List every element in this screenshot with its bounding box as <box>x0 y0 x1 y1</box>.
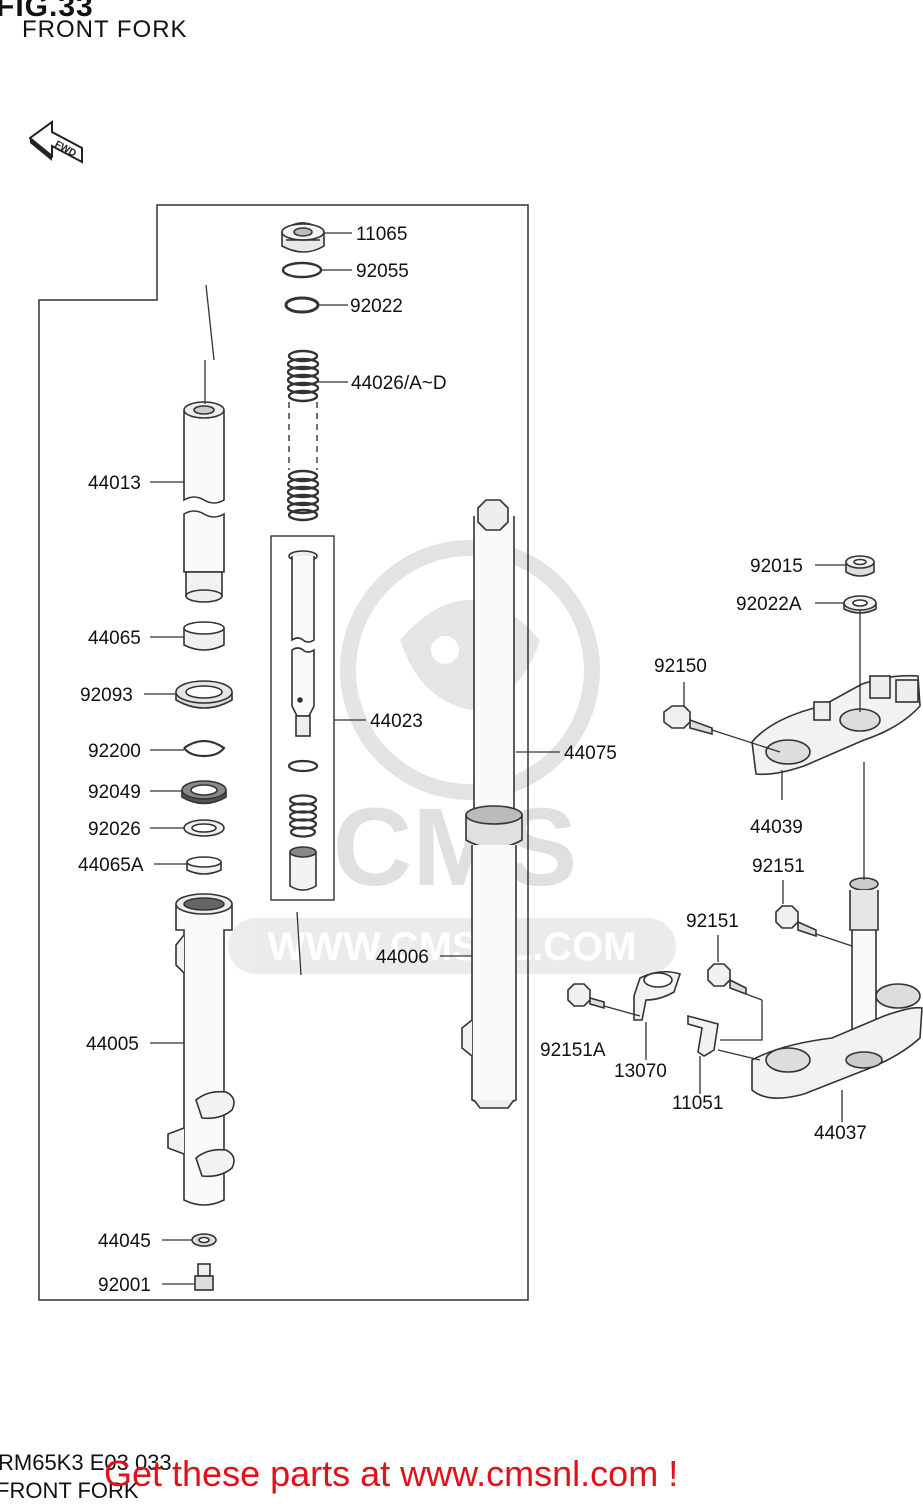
washer-part[interactable] <box>183 819 225 837</box>
forward-arrow-icon: FWD <box>28 120 83 164</box>
clamp-bolt-part[interactable] <box>567 983 605 1010</box>
label-11065: 11065 <box>356 224 407 245</box>
label-92150: 92150 <box>654 656 707 677</box>
label-44039: 44039 <box>750 817 803 838</box>
label-44045: 44045 <box>98 1231 151 1252</box>
label-92026: 92026 <box>88 819 141 840</box>
label-44065: 44065 <box>88 628 141 649</box>
label-44037: 44037 <box>814 1123 867 1144</box>
dust-seal-part[interactable] <box>175 680 233 709</box>
watermark: CMS WWW.CMSNL.COM <box>228 540 676 974</box>
guide-bushing-part[interactable] <box>186 856 222 875</box>
label-44065A: 44065A <box>78 855 144 876</box>
oil-seal-part[interactable] <box>181 780 227 805</box>
circlip-part[interactable] <box>284 296 320 314</box>
label-44023: 44023 <box>370 711 423 732</box>
label-92093: 92093 <box>80 685 133 706</box>
label-92151A: 92151A <box>540 1040 606 1061</box>
pinch-bolt-upper-part[interactable] <box>775 905 817 938</box>
label-11051: 11051 <box>672 1093 723 1114</box>
drain-bolt-part[interactable] <box>194 1263 214 1291</box>
fork-assembly-frame <box>38 204 529 1301</box>
watermark-url: WWW.CMSNL.COM <box>268 925 637 969</box>
upper-bracket-part[interactable] <box>751 674 921 776</box>
label-92001: 92001 <box>98 1275 151 1296</box>
figure-number: FIG.33 <box>0 0 94 23</box>
diagram-name: FRONT FORK <box>0 1478 139 1503</box>
label-44006: 44006 <box>376 947 429 968</box>
label-44013: 44013 <box>88 473 141 494</box>
label-92015: 92015 <box>750 556 803 577</box>
steering-stem-part[interactable] <box>751 877 923 1099</box>
pinch-bolt-lower-part[interactable] <box>707 963 747 996</box>
label-13070: 13070 <box>614 1061 667 1082</box>
label-44005: 44005 <box>86 1034 139 1055</box>
label-92200: 92200 <box>88 741 141 762</box>
label-44026: 44026/A~D <box>351 373 447 394</box>
fwd-label: FWD <box>53 139 78 159</box>
inner-tube-part[interactable] <box>183 401 225 603</box>
copper-washer-part[interactable] <box>191 1233 217 1247</box>
label-92055: 92055 <box>356 261 409 282</box>
label-44075: 44075 <box>564 743 617 764</box>
figure-subtitle: FRONT FORK <box>22 16 188 43</box>
label-92151-upper: 92151 <box>752 856 805 877</box>
damper-kit-frame <box>270 535 335 901</box>
diagram-code: RM65K3 E03 033 <box>0 1450 172 1475</box>
label-92022A: 92022A <box>736 594 802 615</box>
damper-rod-part[interactable] <box>288 550 318 737</box>
hose-bracket-part[interactable] <box>687 1014 719 1057</box>
o-ring-part[interactable] <box>281 261 323 279</box>
bushing-part[interactable] <box>183 621 225 651</box>
piston-part[interactable] <box>289 846 317 891</box>
bracket-bolt-part[interactable] <box>663 705 713 736</box>
fork-spring-part[interactable] <box>286 349 320 522</box>
outer-tube-part[interactable] <box>167 893 235 1206</box>
damper-spring-part[interactable] <box>287 759 319 838</box>
fork-leg-part[interactable] <box>461 499 523 1109</box>
shop-link[interactable]: Get these parts at www.cmsnl.com ! <box>104 1453 679 1494</box>
label-92151-lower: 92151 <box>686 911 739 932</box>
label-92049: 92049 <box>88 782 141 803</box>
label-92022: 92022 <box>350 296 403 317</box>
leader-lines <box>144 232 865 1285</box>
hose-clamp-part[interactable] <box>633 970 682 1021</box>
stopper-ring-part[interactable] <box>183 739 226 758</box>
cap-bolt-part[interactable] <box>281 222 325 253</box>
watermark-brand: CMS <box>333 786 577 909</box>
stem-nut-part[interactable] <box>845 555 875 577</box>
